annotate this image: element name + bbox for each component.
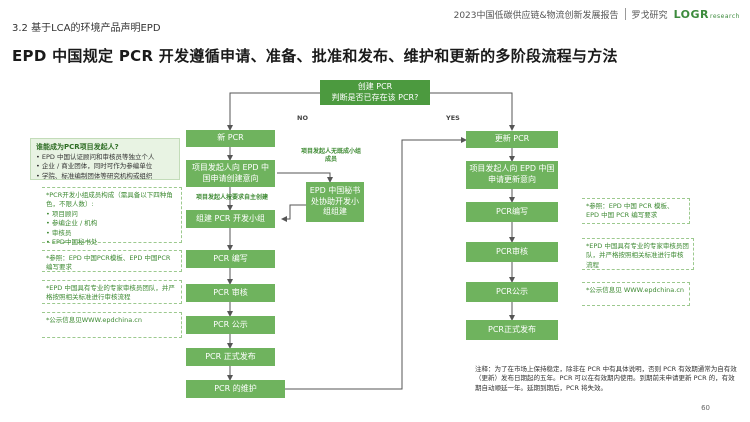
step-right-publicize: PCR公示 (466, 282, 558, 302)
note-left-ref: *参照：EPD 中国PCR模板、EPD 中国PCR 编写要求 (42, 250, 182, 272)
sponsor-item: • EPD 中国认证顾问和审核员等独立个人 (36, 152, 155, 161)
step-right-review: PCR审核 (466, 242, 558, 262)
no-label: NO (297, 114, 308, 122)
section-title: 3.2 基于LCA的环境产品声明EPD (12, 23, 161, 34)
label-sponsor-self: 项目发起人按要求自主创建 (195, 194, 268, 201)
step-form-group: 组建 PCR 开发小组 (186, 210, 275, 228)
brand-name: 罗戈研究 (631, 10, 668, 21)
sponsor-eligibility-box: 谁能成为PCR项目发起人? • EPD 中国认证顾问和审核员等独立个人 • 企业… (30, 138, 180, 180)
header-divider (624, 8, 626, 20)
yes-label: YES (446, 114, 460, 122)
step-publicize: PCR 公示 (186, 316, 275, 334)
step-new-pcr: 新 PCR (186, 130, 275, 147)
secretariat-box: EPD 中国秘书处协助开发小组组建 (306, 182, 364, 222)
sponsor-item: • 企业 / 商业团体，同时可作为参编单位 (36, 162, 153, 171)
note-right-ref: *参照：EPD 中国 PCR 模板、EPD 中国 PCR 编写要求 (582, 198, 690, 224)
note-left-publish: *公示信息见WWW.epdchina.cn (42, 312, 182, 338)
step-maintain: PCR 的维护 (186, 380, 285, 398)
page-number: 60 (701, 404, 710, 412)
sponsor-item: • 学院、标准编制团体等研究机构或组织 (36, 172, 153, 180)
note-group-members: *PCR开发小组成员构成（需具备以下四种角色，不限人数）: • 项目顾问 • 参… (42, 187, 182, 246)
step-right-write: PCR编写 (466, 202, 558, 222)
step-release: PCR 正式发布 (186, 348, 275, 366)
note-right-review: *EPD 中国具有专业的专家审核员团队，并严格按照相关标准进行审核流程 (582, 238, 694, 270)
footnote: 注释：为了在市场上保持稳定，除非在 PCR 中有具体说明，否则 PCR 有效期通… (475, 365, 737, 392)
step-write: PCR 编写 (186, 250, 275, 268)
label-sponsor-invalid: 项目发起人无既成小组成员 (300, 148, 361, 163)
step-review: PCR 审核 (186, 284, 275, 302)
note-right-publish: *公示信息见 WWW.epdchina.cn (582, 282, 690, 306)
report-title: 2023中国低碳供应链&物流创新发展报告 (453, 10, 619, 21)
page-title: EPD 中国规定 PCR 开发遵循申请、准备、批准和发布、维护和更新的多阶段流程… (12, 47, 618, 65)
note-left-review: *EPD 中国具有专业的专家审核员团队，并严格按照相关标准进行审核流程 (42, 280, 182, 304)
step-update-pcr: 更新 PCR (466, 131, 558, 148)
step-right-release: PCR正式发布 (466, 320, 558, 340)
step-apply-update: 项目发起人向 EPD 中国申请更新意向 (466, 161, 558, 189)
step-apply-create: 项目发起人向 EPD 中国申请创建意向 (186, 160, 275, 187)
sponsor-question: 谁能成为PCR项目发起人? (36, 143, 119, 151)
